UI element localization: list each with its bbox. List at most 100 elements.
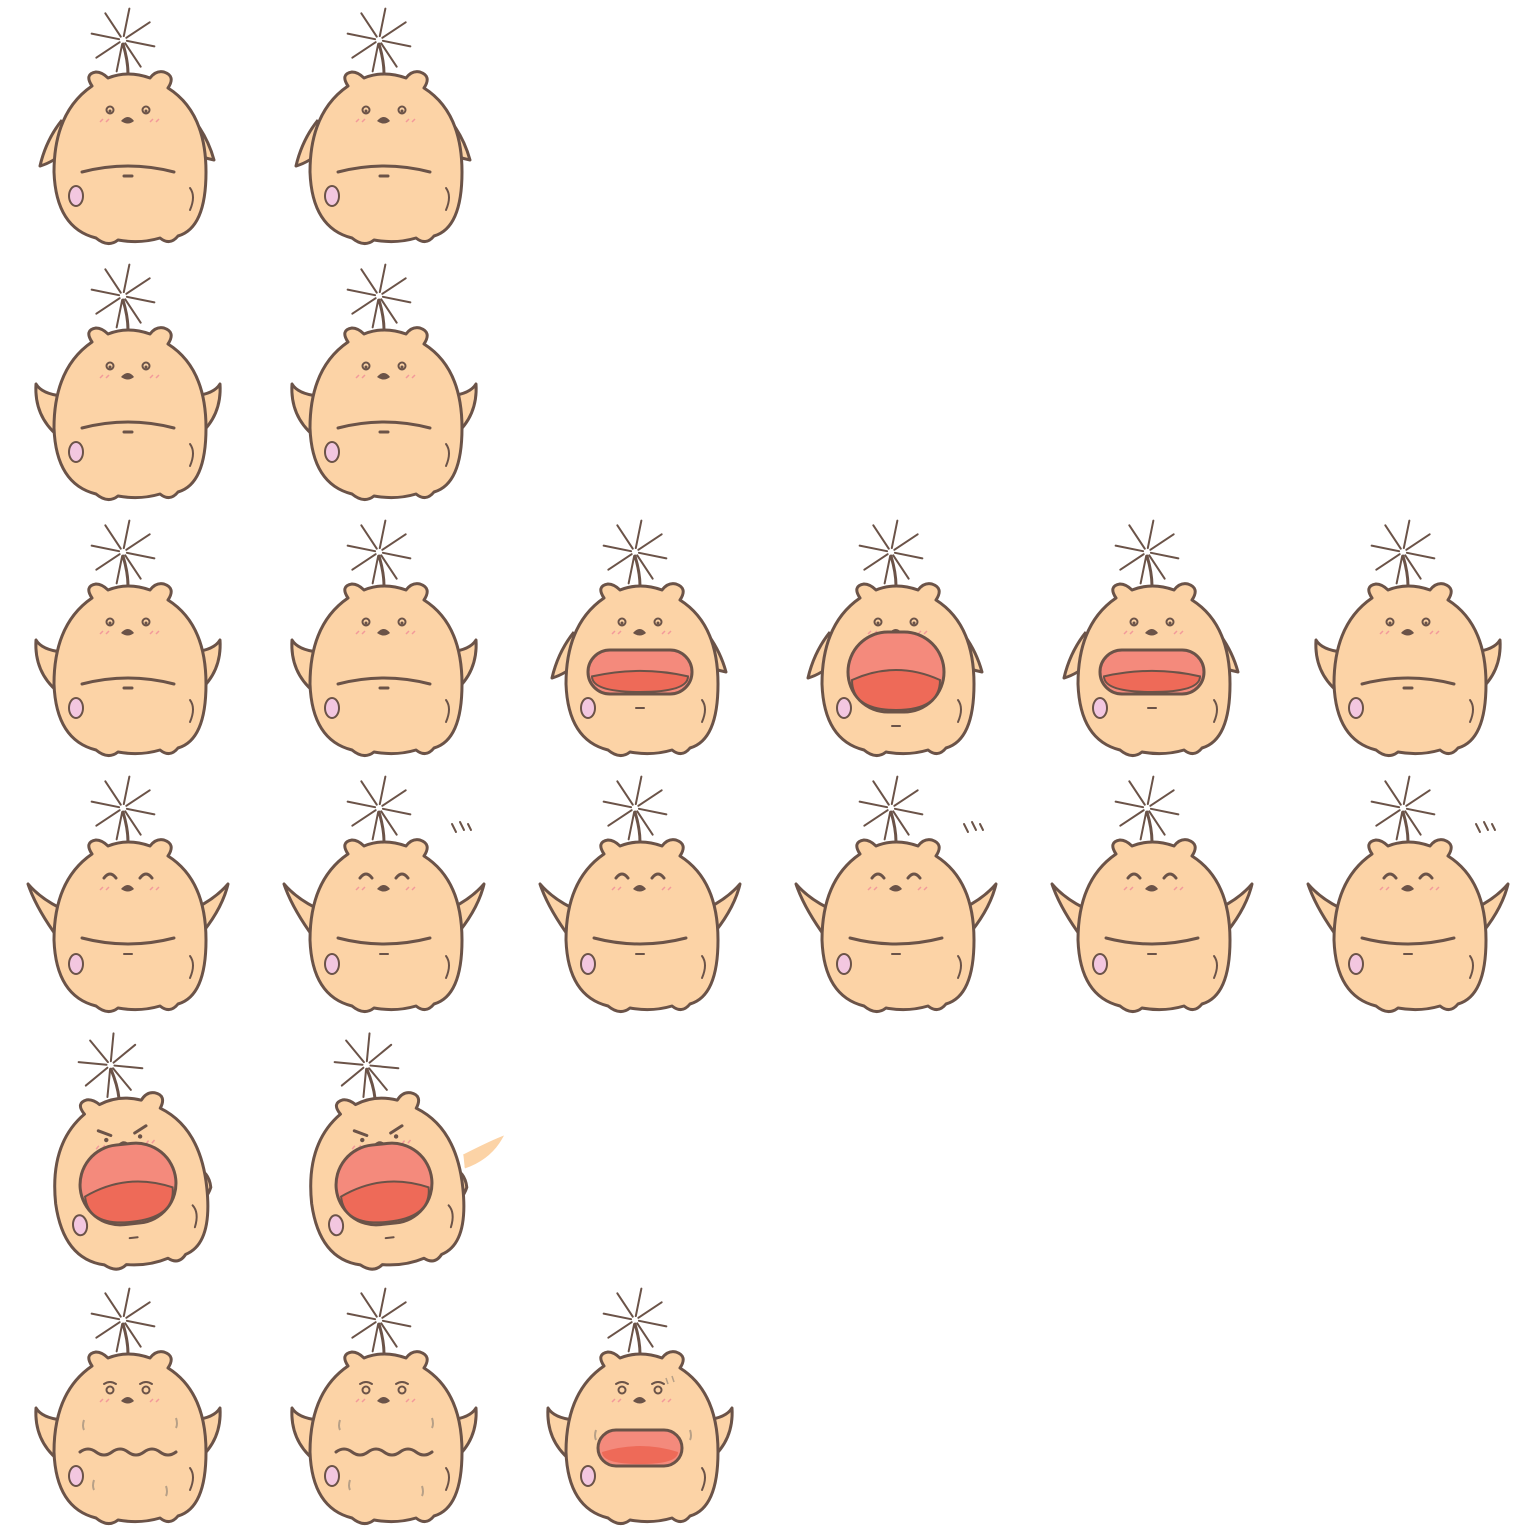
hamster-character-sprite bbox=[26, 775, 230, 1013]
antenna-sprout bbox=[602, 519, 668, 588]
sprite-frame bbox=[1280, 512, 1536, 768]
hamster-character-sprite bbox=[538, 775, 742, 1013]
antenna-sprout bbox=[858, 519, 924, 588]
blush bbox=[867, 886, 928, 891]
nose bbox=[633, 885, 646, 892]
blush bbox=[611, 886, 672, 891]
sprite-frame bbox=[512, 1280, 768, 1536]
nose bbox=[121, 629, 134, 636]
antenna-sprout bbox=[602, 1287, 668, 1356]
belly-spot-right bbox=[445, 1467, 450, 1491]
hamster-character-sprite bbox=[290, 263, 478, 501]
antenna-sprout bbox=[602, 775, 668, 844]
belly-spot-left bbox=[836, 953, 852, 975]
face bbox=[334, 1124, 505, 1240]
antenna-sprout bbox=[1114, 519, 1180, 588]
sparkle-marks bbox=[1475, 821, 1496, 833]
sprite-frame bbox=[0, 768, 256, 1024]
body bbox=[52, 582, 208, 757]
belly-spot-left bbox=[68, 697, 84, 719]
nose bbox=[633, 1397, 646, 1404]
face bbox=[846, 617, 946, 727]
sprite-frame bbox=[0, 512, 256, 768]
antenna-sprout bbox=[346, 1287, 412, 1356]
body bbox=[820, 838, 976, 1013]
blush bbox=[355, 374, 416, 379]
face bbox=[594, 1375, 692, 1468]
sprite-frame bbox=[256, 256, 512, 512]
sprite-frame bbox=[0, 1024, 256, 1280]
belly-spot-left bbox=[1092, 953, 1108, 975]
nose bbox=[1145, 885, 1158, 892]
antenna-sprout bbox=[90, 263, 156, 332]
belly-spot-right bbox=[1469, 955, 1474, 979]
belly-spot-left bbox=[1092, 697, 1108, 719]
face bbox=[80, 617, 176, 690]
antenna-sprout bbox=[1114, 775, 1180, 844]
sprite-frame bbox=[768, 512, 1024, 768]
belly-spot-left bbox=[324, 697, 340, 719]
antenna-sprout bbox=[90, 775, 156, 844]
antenna-sprout bbox=[77, 1032, 144, 1100]
antenna-sprout bbox=[1370, 775, 1436, 844]
belly-spot-left bbox=[1348, 697, 1364, 719]
sparkle-marks bbox=[963, 821, 984, 833]
sprite-frame bbox=[768, 768, 1024, 1024]
face bbox=[848, 821, 984, 955]
belly-spot-right bbox=[191, 1204, 198, 1229]
belly-spot-right bbox=[957, 699, 962, 723]
antenna-sprout bbox=[90, 7, 156, 76]
belly-spot-right bbox=[1213, 699, 1218, 723]
face bbox=[336, 617, 432, 690]
hamster-character-sprite bbox=[290, 519, 478, 757]
blush bbox=[355, 886, 416, 891]
belly-spot-right bbox=[445, 955, 450, 979]
hamster-character-sprite bbox=[794, 775, 998, 1013]
belly-spot-left bbox=[1348, 953, 1364, 975]
hamster-character-sprite bbox=[1306, 775, 1510, 1013]
blush bbox=[1379, 886, 1440, 891]
blush bbox=[99, 118, 160, 123]
nose bbox=[377, 117, 390, 124]
nose bbox=[1401, 629, 1414, 636]
face bbox=[78, 1381, 178, 1497]
body bbox=[308, 838, 464, 1013]
antenna-sprout bbox=[346, 775, 412, 844]
mouth bbox=[848, 936, 944, 946]
sweat-drops bbox=[338, 1417, 434, 1497]
blush bbox=[611, 1398, 672, 1403]
antenna-sprout bbox=[333, 1032, 400, 1100]
mouth bbox=[80, 936, 176, 946]
nose bbox=[377, 1397, 390, 1404]
mouth bbox=[336, 420, 432, 430]
face bbox=[80, 105, 176, 178]
hamster-character-sprite bbox=[546, 1287, 734, 1525]
belly-spot-right bbox=[447, 1204, 454, 1229]
belly-spot-left bbox=[72, 1214, 89, 1237]
blush bbox=[99, 1398, 160, 1403]
sprite-frame bbox=[0, 256, 256, 512]
belly-spot-right bbox=[189, 699, 194, 723]
belly-spot-right bbox=[445, 699, 450, 723]
sprite-frame bbox=[0, 1280, 256, 1536]
antenna-sprout bbox=[346, 263, 412, 332]
belly-spot-left bbox=[580, 697, 596, 719]
nose bbox=[633, 629, 646, 636]
mouth bbox=[80, 164, 176, 174]
nose bbox=[121, 117, 134, 124]
belly-spot-left bbox=[68, 185, 84, 207]
belly-spot-right bbox=[189, 187, 194, 211]
hamster-character-sprite bbox=[282, 775, 486, 1013]
body bbox=[308, 70, 464, 245]
face bbox=[80, 361, 176, 434]
body bbox=[564, 838, 720, 1013]
mouth bbox=[1104, 936, 1200, 946]
nose bbox=[121, 885, 134, 892]
nose bbox=[121, 373, 134, 380]
hamster-character-sprite bbox=[34, 1287, 222, 1525]
face bbox=[1098, 617, 1206, 709]
nose bbox=[1401, 885, 1414, 892]
belly-spot-right bbox=[445, 443, 450, 467]
open-mouth bbox=[596, 1428, 684, 1468]
